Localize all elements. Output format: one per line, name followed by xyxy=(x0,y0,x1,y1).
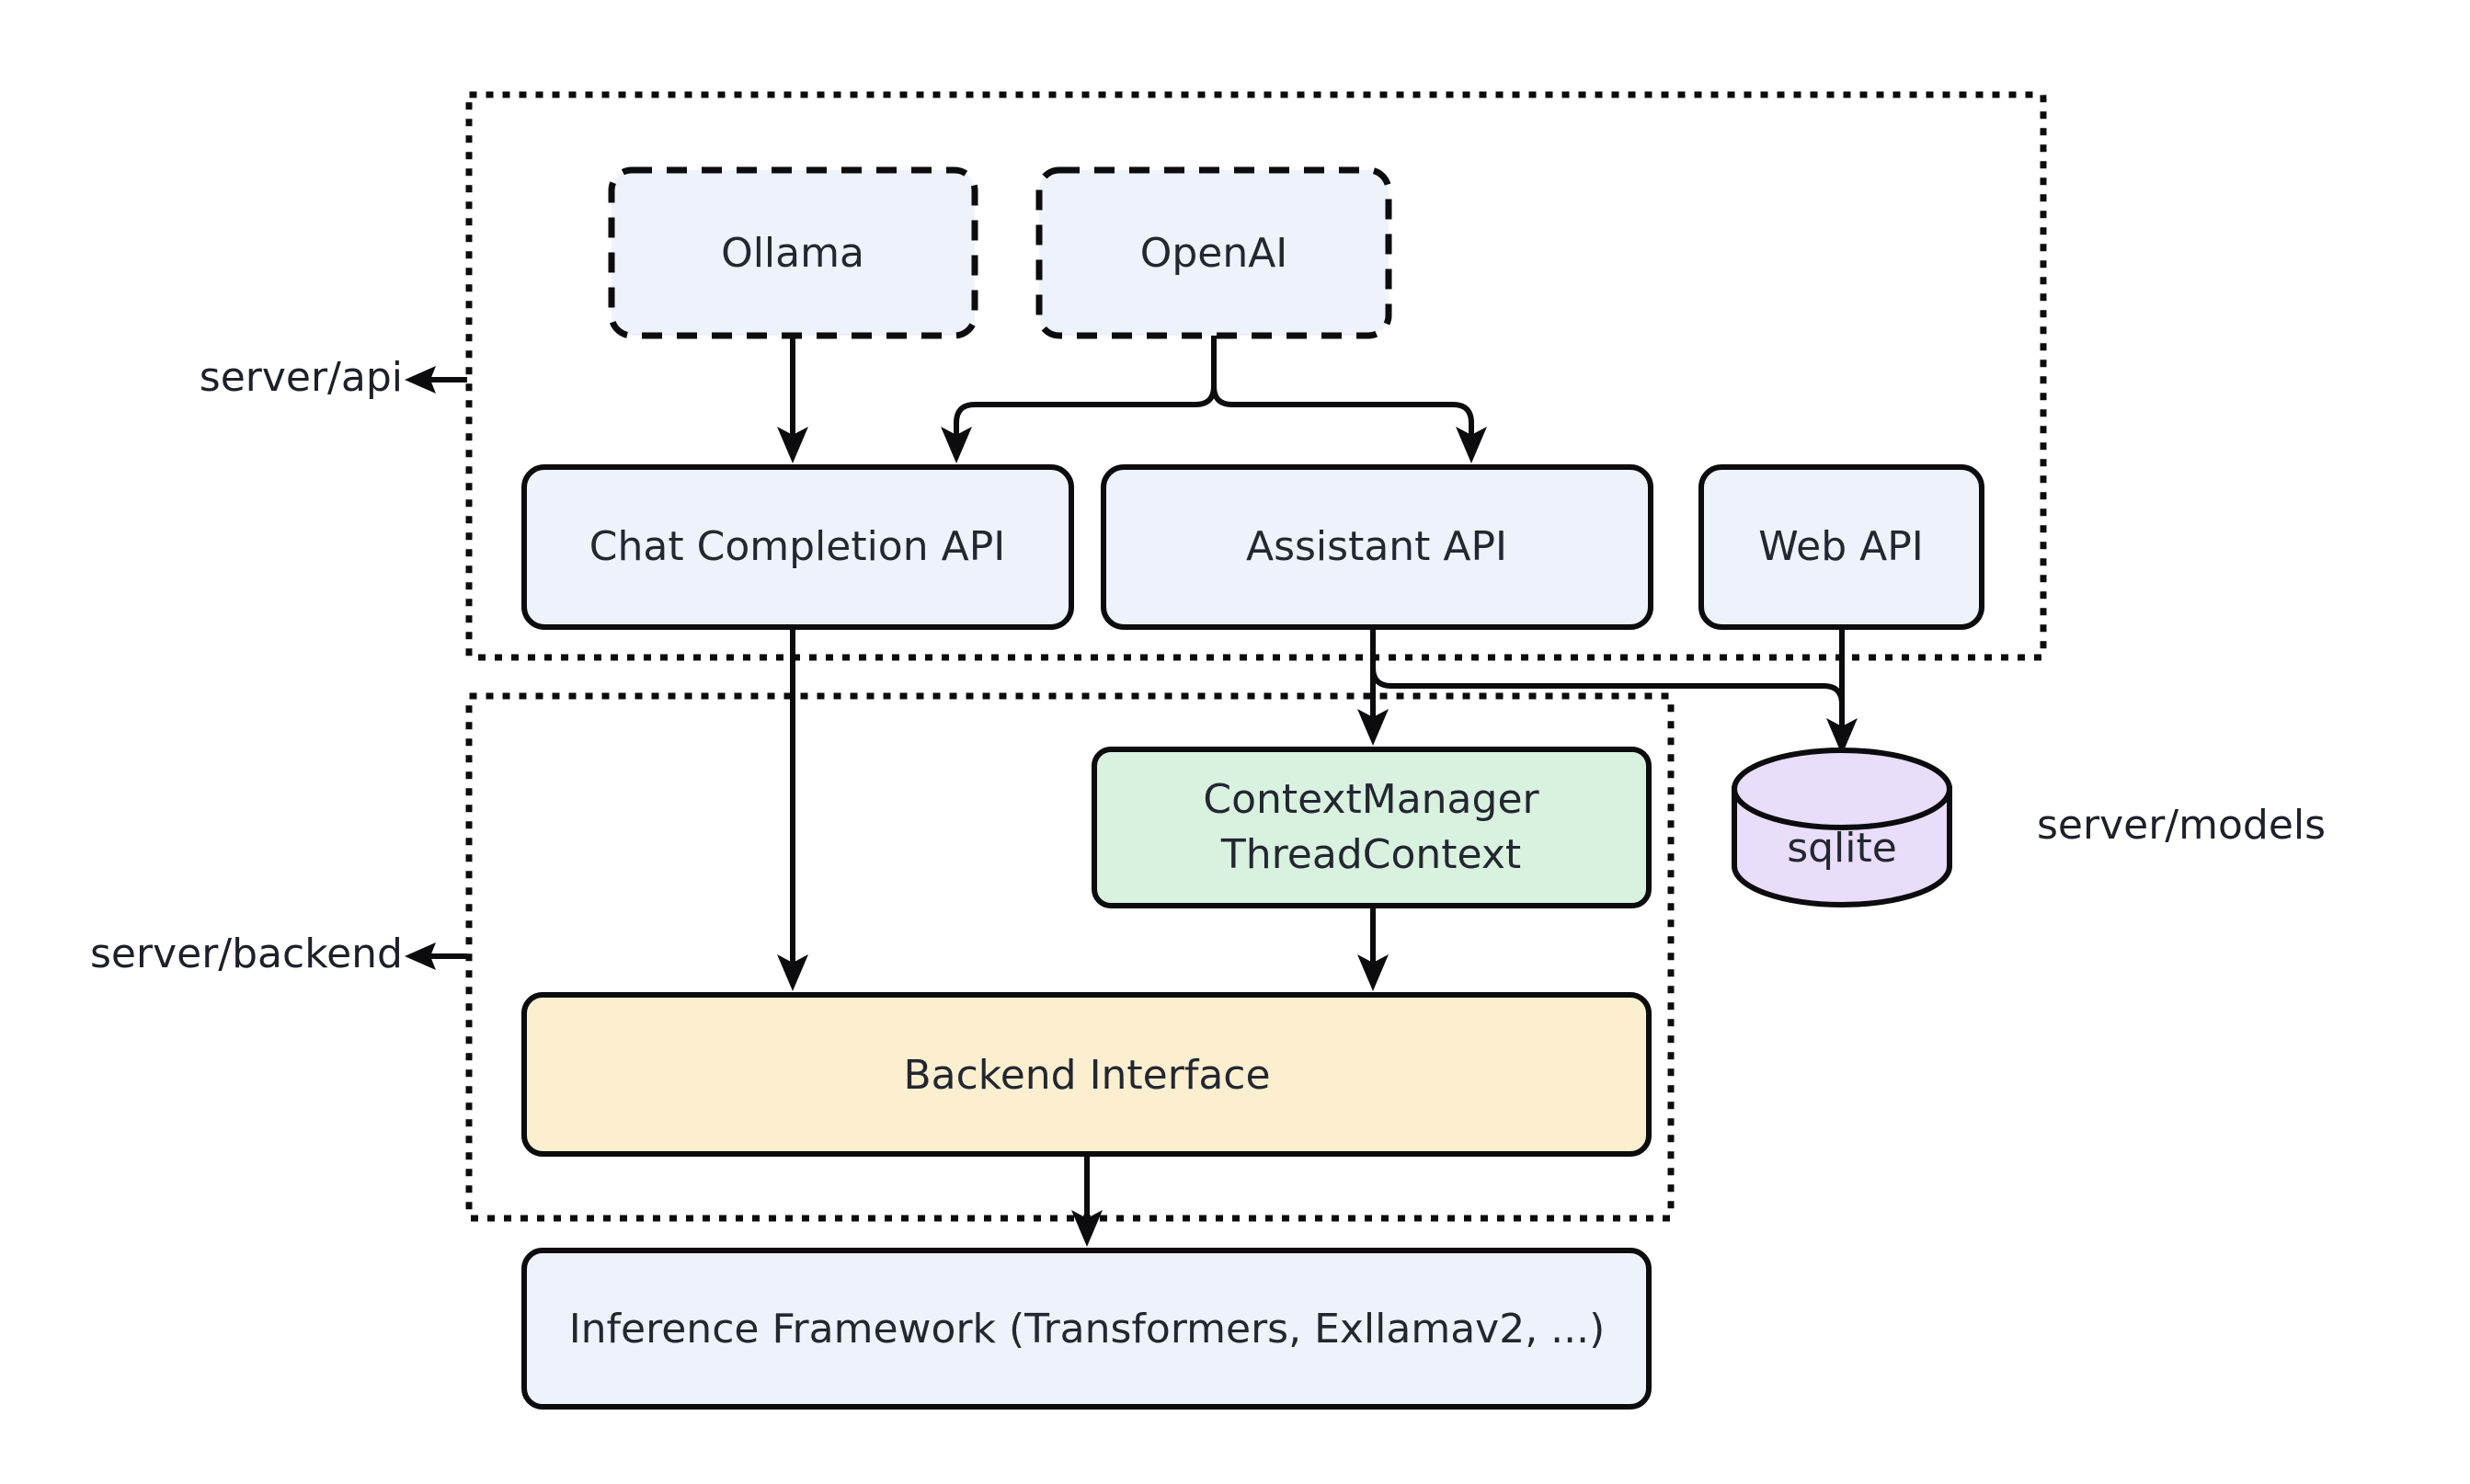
group-label-server-models: server/models xyxy=(2037,802,2326,849)
edge-assistant-api-to-sqlite xyxy=(1370,627,1858,755)
group-label-server-backend: server/backend xyxy=(90,930,403,977)
edge-openai-fork xyxy=(941,336,1487,463)
node-chat-completion-api[interactable]: Chat Completion API xyxy=(521,464,1074,630)
edge-chat-completion-api-to-backend-interface xyxy=(777,627,808,991)
group-label-backend-arrow xyxy=(405,942,467,970)
node-web-api[interactable]: Web API xyxy=(1698,464,1984,630)
node-context-manager[interactable]: ContextManager ThreadContext xyxy=(1092,747,1652,908)
group-container-server-api xyxy=(465,91,2047,661)
group-label-api-arrow xyxy=(405,366,467,394)
node-context-manager-label-line1: ContextManager xyxy=(1203,776,1539,823)
node-sqlite-database[interactable]: sqlite xyxy=(1732,748,1952,908)
node-openai[interactable]: OpenAI xyxy=(1035,166,1392,339)
node-inference-framework-label: Inference Framework (Transformers, Exlla… xyxy=(569,1306,1606,1353)
node-ollama[interactable]: Ollama xyxy=(608,166,978,339)
edge-context-manager-to-backend-interface xyxy=(1357,906,1389,991)
node-inference-framework[interactable]: Inference Framework (Transformers, Exlla… xyxy=(521,1248,1652,1410)
node-openai-label: OpenAI xyxy=(1140,230,1288,277)
node-ollama-label: Ollama xyxy=(721,230,864,277)
node-context-manager-label-line2: ThreadContext xyxy=(1220,831,1521,878)
edge-backend-interface-to-inference-framework xyxy=(1071,1154,1103,1247)
node-sqlite-label: sqlite xyxy=(1787,825,1897,872)
group-container-server-backend xyxy=(465,692,1675,1222)
node-assistant-api[interactable]: Assistant API xyxy=(1101,464,1653,630)
node-chat-completion-api-label: Chat Completion API xyxy=(589,523,1005,570)
node-web-api-label: Web API xyxy=(1758,523,1924,570)
group-label-server-api: server/api xyxy=(200,354,403,401)
node-backend-interface-label: Backend Interface xyxy=(903,1052,1270,1099)
node-backend-interface[interactable]: Backend Interface xyxy=(521,992,1652,1157)
edge-ollama-to-chat-completion-api xyxy=(777,336,808,463)
node-assistant-api-label: Assistant API xyxy=(1246,523,1507,570)
